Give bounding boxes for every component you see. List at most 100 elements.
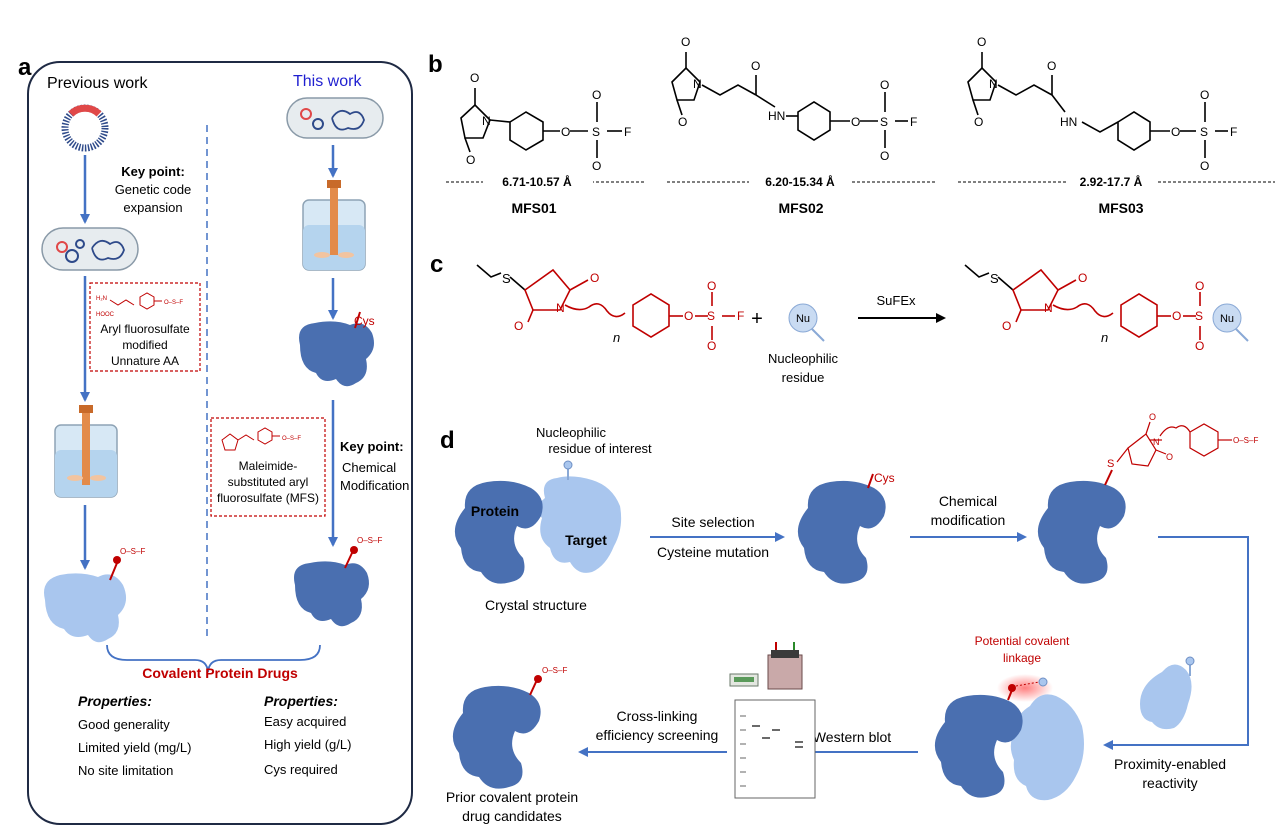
property-right-2: High yield (g/L) — [264, 737, 351, 752]
c-left-n-index: n — [613, 330, 620, 345]
c-right-o1: O — [1078, 271, 1087, 285]
d-mfs-structure — [1116, 421, 1232, 467]
linker-a-left — [109, 562, 118, 581]
d-mfs-o1: O — [1149, 412, 1156, 422]
d-mfs-s: S — [1107, 458, 1114, 470]
residue-dot-2 — [1185, 656, 1195, 666]
property-left-3: No site limitation — [78, 763, 173, 778]
mfs02-o6: O — [880, 149, 889, 163]
fluorosulfate-a-right: O–S–F — [357, 536, 382, 545]
mfs01-o4: O — [592, 88, 601, 102]
target-label: Target — [565, 532, 607, 548]
attach-dot-final — [534, 675, 542, 683]
key-point-right-line1: Chemical — [342, 460, 396, 475]
mfs03-o4: O — [1171, 125, 1180, 139]
attach-dot-a-left — [113, 556, 121, 564]
properties-left-title: Properties: — [78, 693, 152, 709]
nu-bubble — [788, 303, 818, 333]
lab-equipment-icon — [729, 642, 803, 690]
plus-sign: + — [751, 308, 763, 330]
linkage-dot — [1008, 684, 1016, 692]
previous-work-title: Previous work — [47, 75, 148, 92]
nu-label-product: Nu — [1220, 313, 1234, 325]
mfs03-structure — [967, 52, 1228, 158]
c-left-o4: O — [707, 279, 716, 293]
key-point-right-title: Key point: — [340, 439, 404, 454]
property-left-1: Good generality — [78, 717, 170, 732]
mfs-mini-osf: O–S–F — [282, 436, 301, 442]
mfs03-name: MFS03 — [1098, 200, 1143, 216]
c-left-succinimide — [524, 268, 735, 340]
nuc-interest-line2: residue of interest — [548, 441, 652, 456]
mfs02-name: MFS02 — [778, 200, 823, 216]
protein-2 — [797, 480, 886, 584]
c-left-o2: O — [514, 319, 523, 333]
nu-tail-product — [1235, 328, 1249, 342]
protein-light-left — [44, 573, 127, 643]
crosslink-line2: efficiency screening — [596, 727, 719, 743]
c-left-s: S — [502, 271, 511, 286]
mfs03-o1: O — [977, 35, 986, 49]
crosslink-line1: Cross-linking — [617, 708, 698, 724]
linker-d — [1104, 469, 1113, 486]
plasmid-icon — [61, 104, 109, 152]
mini-osf: O–S–F — [164, 300, 183, 306]
arrow-d3 — [1103, 536, 1249, 750]
mfs02-o1: O — [681, 35, 690, 49]
c-left-o5: O — [707, 339, 716, 353]
mfs01-o5: O — [592, 159, 601, 173]
bioreactor-icon — [54, 405, 118, 498]
mfs01-o2: O — [466, 153, 475, 167]
fluorosulfate-final: O–S–F — [542, 666, 567, 675]
prior-line1: Prior covalent protein — [446, 789, 578, 805]
property-right-3: Cys required — [264, 762, 338, 777]
mfs-box-line2: substituted aryl — [228, 475, 309, 489]
chemical-line2: modification — [931, 512, 1006, 528]
panel-b-label: b — [428, 51, 443, 78]
key-point-left-line1: Genetic code — [115, 182, 192, 197]
mfs03-distance: 2.92-17.7 Å — [1080, 174, 1143, 189]
c-right-o4: O — [1195, 279, 1204, 293]
proximity-line1: Proximity-enabled — [1114, 756, 1226, 772]
protein-4 — [934, 694, 1023, 798]
mfs-box-line1: Maleimide- — [239, 459, 298, 473]
mfs03-span-bg — [1066, 172, 1156, 188]
blot-ladder — [740, 715, 746, 787]
mfs03-f: F — [1230, 125, 1237, 139]
c-right-n-index: n — [1101, 330, 1108, 345]
mfs02-span-bg — [749, 172, 851, 188]
mfs02-o2: O — [678, 115, 687, 129]
bioreactor-right-icon — [302, 180, 366, 271]
aryl-fluorosulfate-box — [89, 282, 201, 372]
mfs03-s: S — [1200, 125, 1208, 139]
residue-dot — [563, 460, 573, 470]
this-work-title: This work — [293, 73, 362, 90]
aryl-structure-mini — [109, 292, 162, 310]
c-left-f: F — [737, 309, 744, 323]
c-left-o1: O — [590, 271, 599, 285]
c-right-s2: S — [1195, 309, 1203, 323]
protein-label: Protein — [471, 503, 519, 519]
c-right-s: S — [990, 271, 999, 286]
linker-a-right — [344, 552, 353, 569]
bacteria-dish-right-icon — [286, 97, 384, 139]
covalent-protein-drugs-title: Covalent Protein Drugs — [142, 665, 298, 681]
mfs-structure-mini — [221, 427, 280, 451]
target-protein-bound — [1010, 694, 1084, 801]
property-right-1: Easy acquired — [264, 714, 346, 729]
mfs02-f: F — [910, 115, 917, 129]
nu-tail — [811, 328, 825, 342]
mfs02-distance: 6.20-15.34 Å — [765, 174, 835, 189]
cys-stalk-a — [354, 311, 361, 329]
c-left-thioether — [476, 264, 526, 291]
mfs02-s: S — [880, 115, 888, 129]
prior-line2: drug candidates — [462, 808, 562, 824]
mfs01-s: S — [592, 125, 600, 139]
mfs02-o3: O — [751, 59, 760, 73]
panel-a-label: a — [18, 54, 32, 81]
protein-1 — [454, 480, 543, 584]
c-left-n: N — [556, 301, 565, 315]
nuc-interest-line1: Nucleophilic — [536, 425, 607, 440]
cys-label-d: Cys — [874, 471, 895, 485]
protein-5 — [452, 685, 541, 789]
